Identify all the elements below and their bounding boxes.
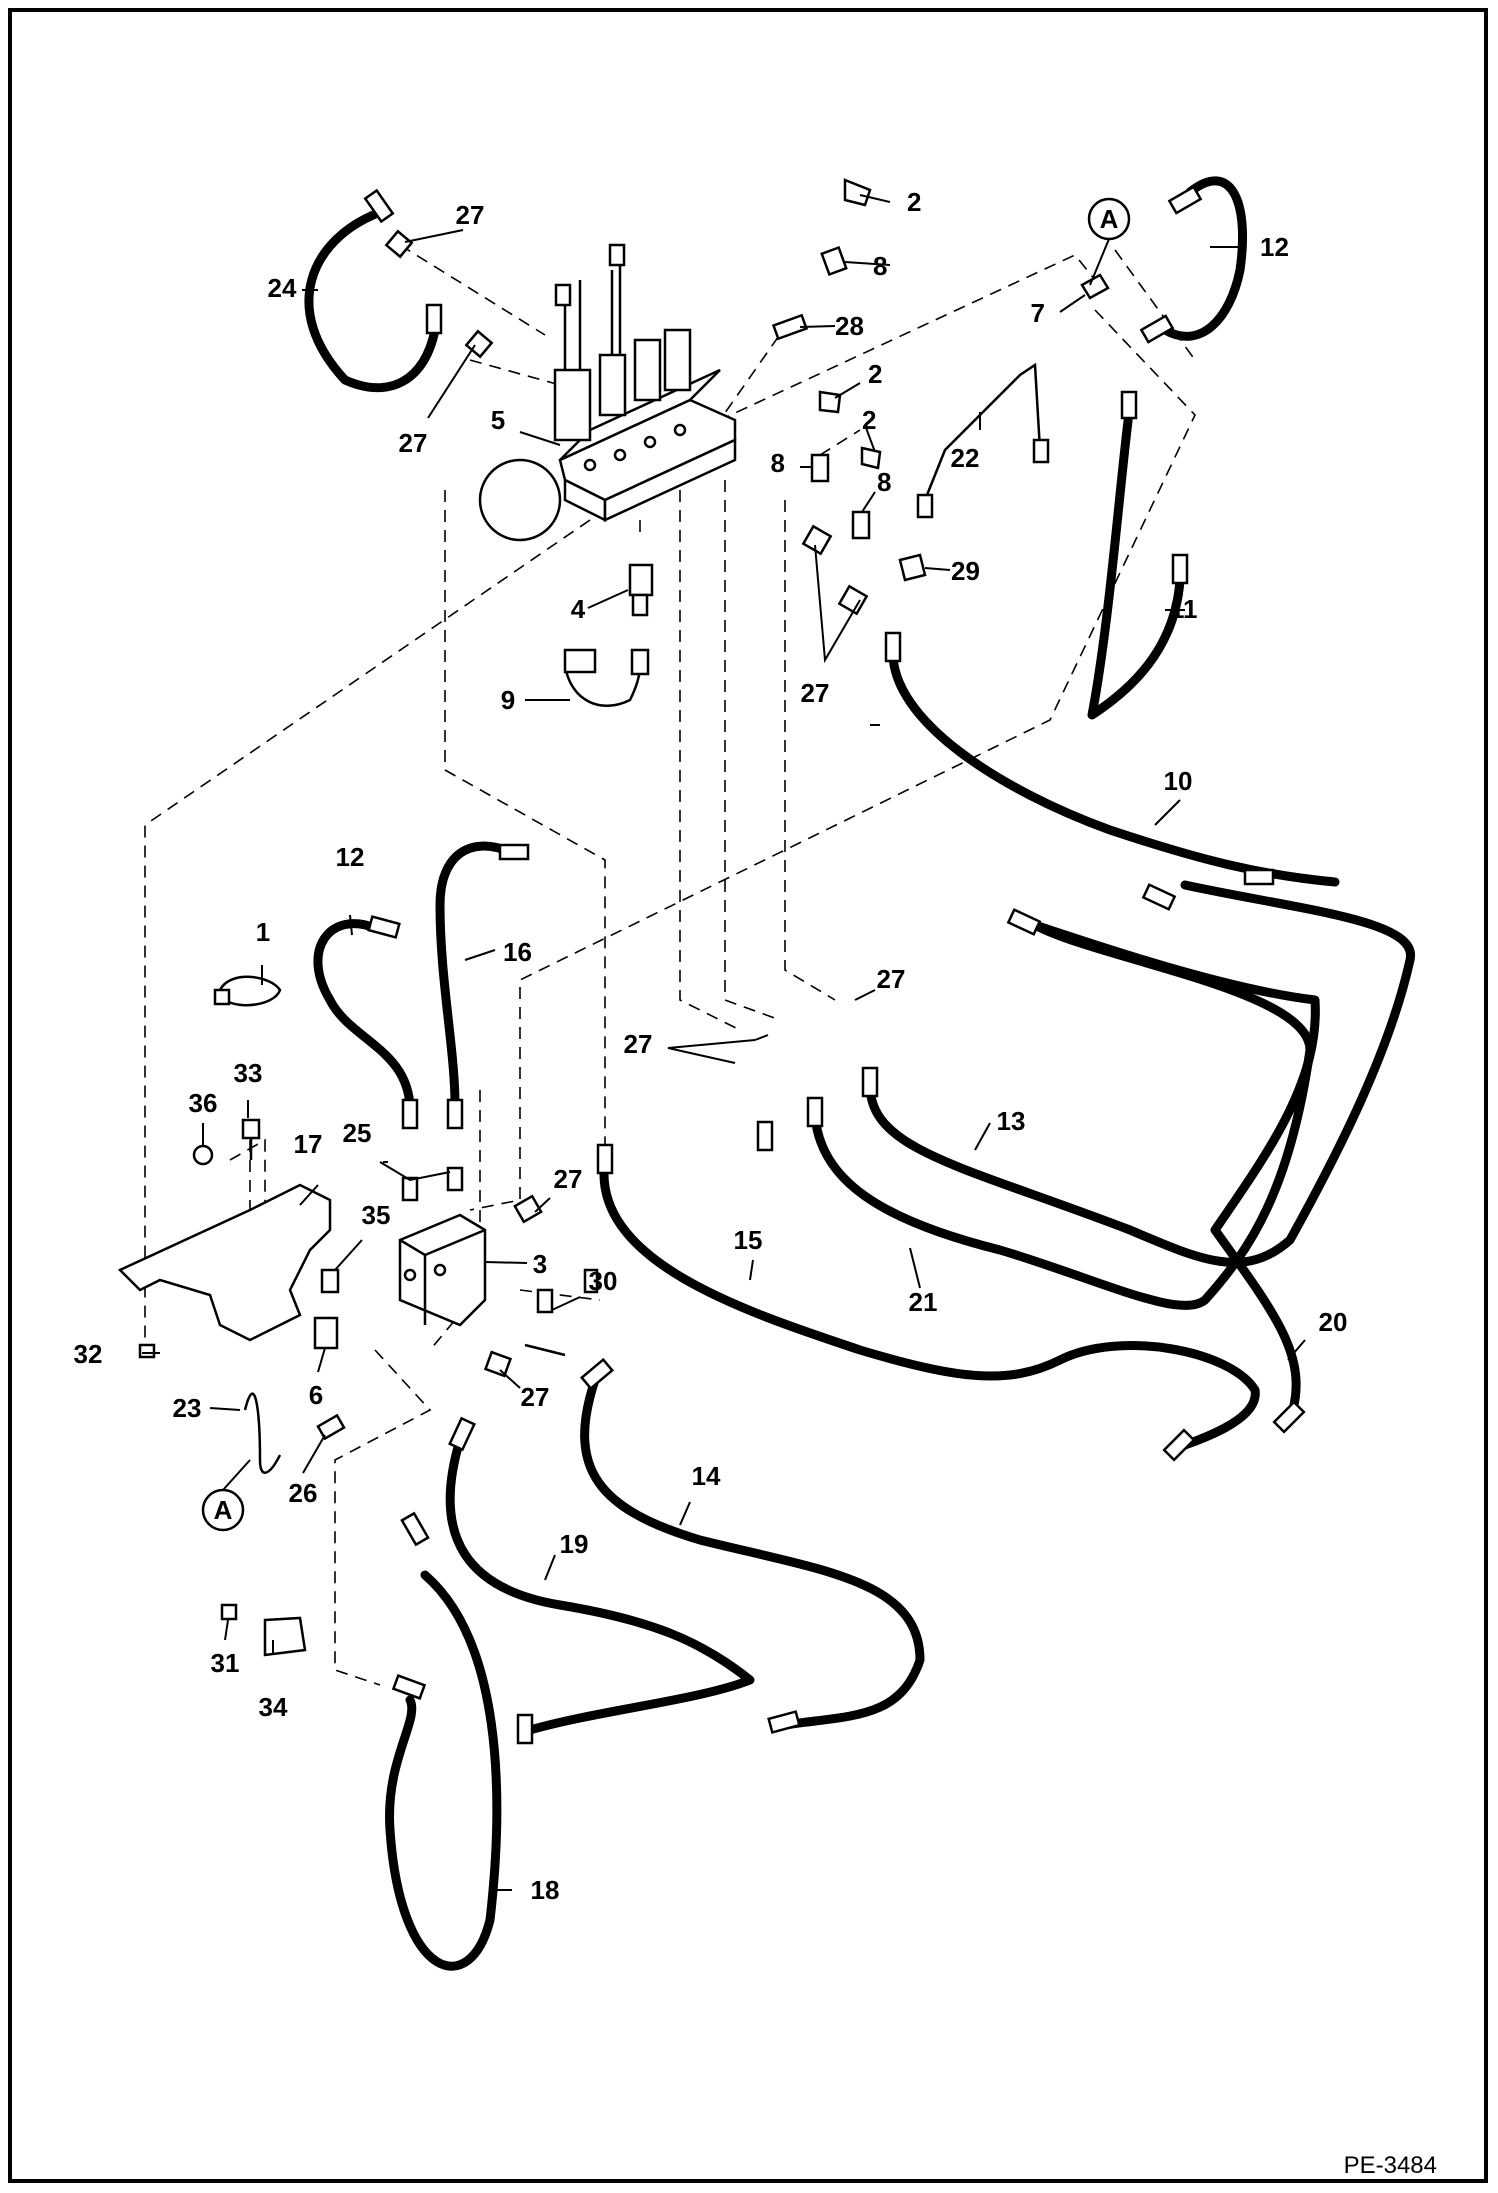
hose-12-top [1160,176,1248,341]
callout-22: 22 [951,443,980,473]
callout-1: 1 [256,917,270,947]
callout-27: 27 [624,1029,653,1059]
callout-4: 4 [571,594,586,624]
hose-15 [599,1155,1260,1455]
figure-frame [8,8,1488,2183]
connector-markers: A A [201,197,1131,1532]
valve-assembly [478,243,737,542]
hose-19 [445,1435,755,1735]
hose-11 [1087,400,1185,720]
callout-8: 8 [771,448,785,478]
callout-27: 27 [399,428,428,458]
assembly-dashed-lines [144,244,1196,1686]
callout-10: 10 [1164,766,1193,796]
callout-6: 6 [309,1380,323,1410]
connector-a-top-label: A [1100,204,1119,234]
callout-27: 27 [877,964,906,994]
hose-24 [304,208,440,393]
callout-36: 36 [189,1088,218,1118]
figure-code: PE-3484 [1344,2152,1437,2179]
callout-20: 20 [1319,1307,1348,1337]
callout-27: 27 [801,678,830,708]
callout-34: 34 [259,1692,288,1722]
callout-13: 13 [997,1106,1026,1136]
callout-11: 11 [1170,594,1198,624]
hose-fittings [363,185,1306,1745]
callout-17: 17 [294,1129,323,1159]
callout-32: 32 [74,1339,103,1369]
callout-14: 14 [692,1461,721,1491]
hose-21 [810,920,1315,1310]
small-parts [117,178,1110,1657]
callout-28: 28 [835,311,864,341]
hose-18 [385,1570,502,1971]
callout-23: 23 [173,1393,202,1423]
hose-12-lower [313,919,415,1115]
callout-18: 18 [531,1875,560,1905]
callout-12: 12 [1260,232,1289,262]
callout-7: 7 [1031,298,1045,328]
callout-16: 16 [503,937,532,967]
callout-26: 26 [289,1478,318,1508]
callout-19: 19 [560,1529,589,1559]
callout-15: 15 [734,1225,763,1255]
callout-2: 2 [868,359,882,389]
callout-labels: 2 8 28 12 7 2 2 22 8 8 29 11 27 10 27 24… [74,187,1348,1905]
hose-10 [888,645,1340,887]
callout-8: 8 [877,467,891,497]
hose-16 [435,841,515,1110]
callout-25: 25 [343,1118,372,1148]
callout-8: 8 [873,251,887,281]
callout-27: 27 [456,200,485,230]
callout-27: 27 [521,1382,550,1412]
callout-35: 35 [362,1200,391,1230]
callout-30: 30 [589,1266,618,1296]
callout-29: 29 [951,556,980,586]
callout-5: 5 [491,405,505,435]
hose-13 [865,880,1415,1267]
hoses [304,176,1415,1971]
callout-27: 27 [554,1164,583,1194]
hose-14 [580,1375,925,1730]
callout-33: 33 [234,1058,263,1088]
leader-lines [142,194,1306,1891]
callout-2: 2 [862,405,876,435]
callout-12: 12 [336,842,365,872]
connector-a-bottom-label: A [214,1495,233,1525]
callout-21: 21 [909,1287,938,1317]
callout-9: 9 [501,685,515,715]
callout-2: 2 [907,187,921,217]
callout-31: 31 [211,1648,240,1678]
callout-3: 3 [533,1249,547,1279]
callout-24: 24 [268,273,297,303]
